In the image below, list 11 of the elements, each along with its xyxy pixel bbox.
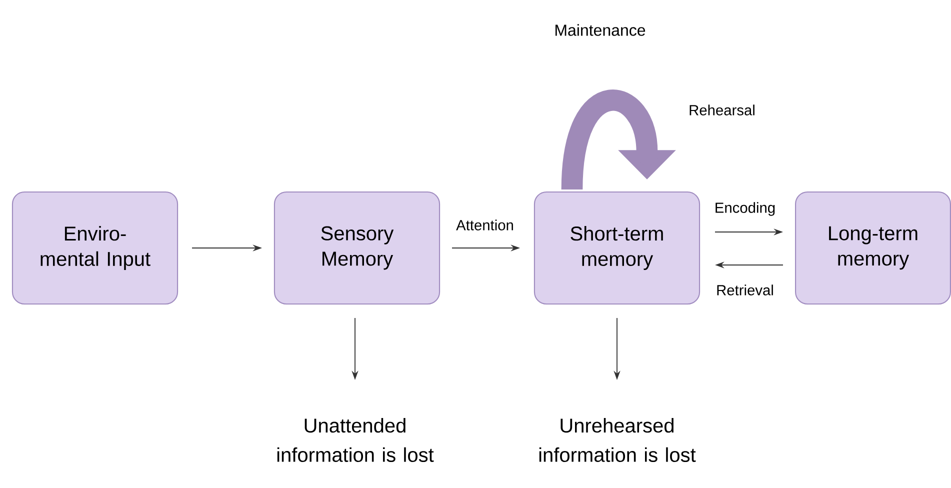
process-box: Enviro- mental Input (12, 191, 178, 305)
edge-label: Attention (454, 218, 516, 232)
caption-text: Maintenance (556, 24, 646, 36)
edge-label: Retrieval (714, 283, 776, 297)
outcome-text: Unrehearsed information is lost (539, 418, 696, 462)
outcome-text: Unattended information is lost (277, 418, 434, 462)
edge-label: Rehearsal (687, 103, 757, 117)
process-box: Sensory Memory (274, 191, 440, 305)
edge-label: Encoding (713, 200, 777, 218)
process-box: Long-term memory (795, 191, 951, 305)
process-box: Short-term memory (534, 191, 700, 305)
